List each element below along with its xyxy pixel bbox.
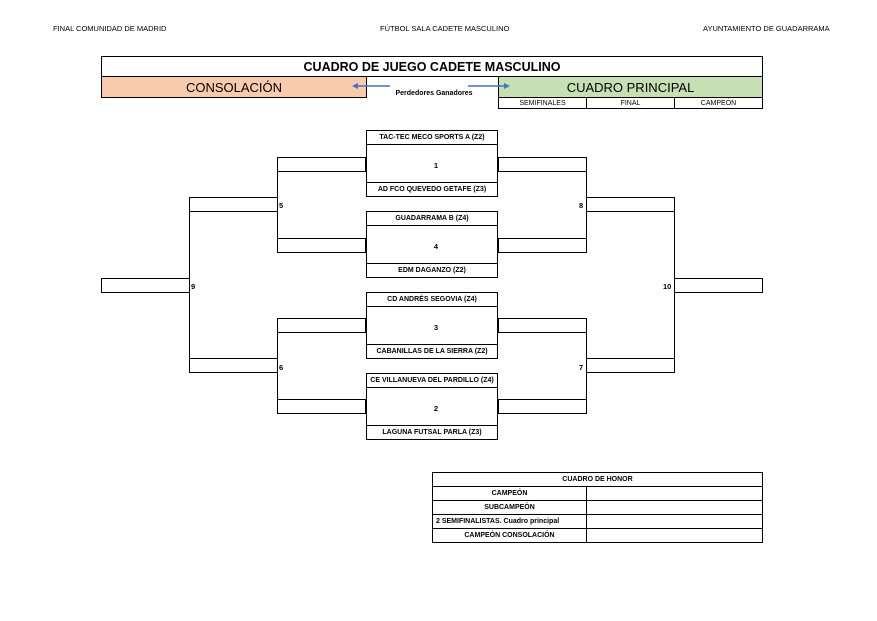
final-slot-principal [674, 278, 763, 293]
result-slot [498, 399, 587, 414]
result-slot [189, 358, 278, 373]
consolacion-header: CONSOLACIÓN [101, 76, 367, 98]
result-slot [586, 197, 675, 212]
result-slot [277, 399, 366, 414]
stage-final: FINAL [586, 97, 675, 109]
stage-campeon: CAMPEÓN [674, 97, 763, 109]
match-number: 4 [433, 242, 439, 251]
team-slot: CE VILLANUEVA DEL PARDILLO (Z4) [366, 373, 498, 388]
match-number: 9 [191, 282, 196, 291]
header-left: FINAL COMUNIDAD DE MADRID [53, 24, 167, 33]
honor-value [586, 528, 763, 543]
result-slot [277, 318, 366, 333]
match-number: 6 [279, 363, 284, 372]
result-slot [498, 157, 587, 172]
match-number: 10 [663, 282, 672, 291]
team-slot: CABANILLAS DE LA SIERRA (Z2) [366, 344, 498, 359]
honor-row-label: CAMPEÓN [432, 486, 587, 501]
result-slot [586, 358, 675, 373]
stage-semifinales: SEMIFINALES [498, 97, 587, 109]
team-slot: LAGUNA FUTSAL PARLA (Z3) [366, 425, 498, 440]
bracket-title: CUADRO DE JUEGO CADETE MASCULINO [101, 56, 763, 77]
result-slot [277, 157, 366, 172]
team-slot: AD FCO QUEVEDO GETAFE (Z3) [366, 182, 498, 197]
match-number: 1 [433, 161, 439, 170]
match-number: 5 [279, 201, 284, 210]
principal-header: CUADRO PRINCIPAL [498, 76, 763, 98]
honor-value [586, 514, 763, 529]
honor-title: CUADRO DE HONOR [432, 472, 763, 487]
honor-row-label: CAMPEÓN CONSOLACIÓN [432, 528, 587, 543]
result-slot [498, 318, 587, 333]
final-slot-consolacion [101, 278, 190, 293]
team-slot: TAC-TEC MECO SPORTS A (Z2) [366, 130, 498, 145]
match-number: 2 [433, 404, 439, 413]
team-slot: GUADARRAMA B (Z4) [366, 211, 498, 226]
team-slot: EDM DAGANZO (Z2) [366, 263, 498, 278]
header-center: FÚTBOL SALA CADETE MASCULINO [380, 24, 510, 33]
honor-value [586, 500, 763, 515]
result-slot [189, 197, 278, 212]
match-number: 7 [579, 363, 584, 372]
honor-table: CUADRO DE HONOR CAMPEÓN SUBCAMPEÓN 2 SEM… [432, 472, 763, 543]
team-slot: CD ANDRÉS SEGOVIA (Z4) [366, 292, 498, 307]
header-right: AYUNTAMIENTO DE GUADARRAMA [703, 24, 830, 33]
result-slot [277, 238, 366, 253]
match-number: 8 [579, 201, 584, 210]
middle-label: Perdedores Ganadores [395, 90, 473, 97]
honor-row-label: SUBCAMPEÓN [432, 500, 587, 515]
right-arrow-icon [468, 83, 510, 89]
match-number: 3 [433, 323, 439, 332]
arrows [352, 83, 510, 89]
honor-row-label: 2 SEMIFINALISTAS. Cuadro principal [432, 514, 587, 529]
result-slot [498, 238, 587, 253]
honor-value [586, 486, 763, 501]
left-arrow-icon [352, 83, 390, 89]
